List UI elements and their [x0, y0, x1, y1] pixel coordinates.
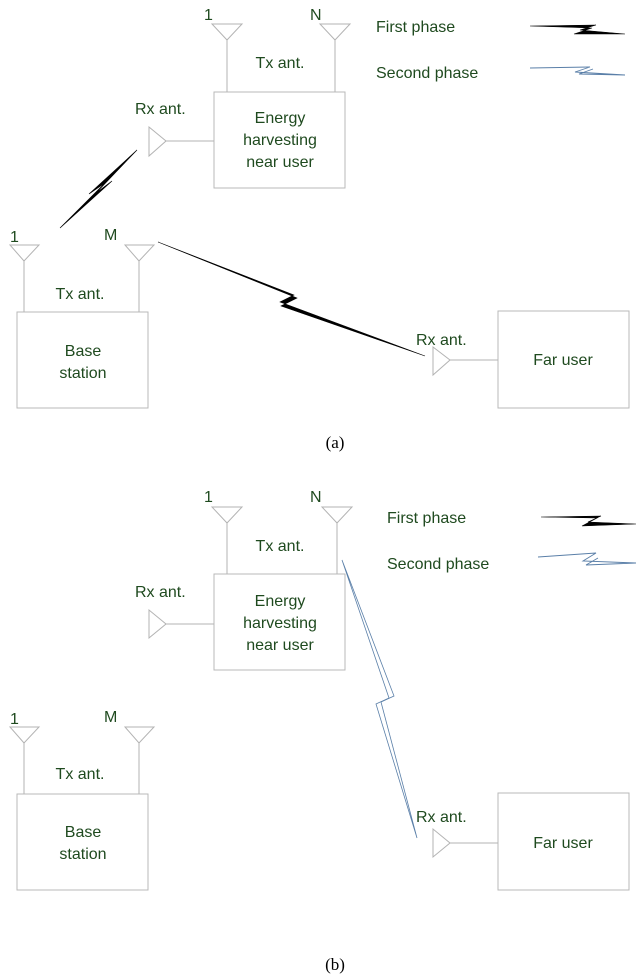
tx-antenna-icon: [210, 506, 244, 524]
tx-antenna-label: Tx ant.: [256, 538, 305, 555]
tx-antenna-icon: [8, 244, 41, 262]
base-station-node: Base station 1 M Tx ant.: [8, 709, 156, 891]
tx-antenna-icon: [210, 23, 244, 41]
near-user-node: Energy harvesting near user 1 N Tx ant. …: [135, 489, 354, 671]
panel-caption: (b): [325, 955, 345, 974]
near-user-label-line2: harvesting: [243, 132, 317, 149]
base-station-label-line1: Base: [65, 824, 102, 841]
base-station-node: Base station 1 M Tx ant.: [8, 227, 156, 409]
tx-antenna-icon: [123, 726, 156, 744]
rx-antenna-icon: [432, 827, 451, 859]
antenna-index-first: 1: [204, 489, 213, 506]
rx-antenna-icon: [148, 125, 167, 158]
legend-second-phase-label: Second phase: [376, 65, 478, 82]
far-user-node: Far user Rx ant.: [416, 792, 630, 891]
antenna-index-first: 1: [10, 229, 19, 246]
tx-antenna-icon: [8, 726, 41, 744]
far-user-label: Far user: [533, 835, 593, 852]
antenna-index-first: 1: [10, 711, 19, 728]
rx-antenna-icon: [432, 345, 451, 377]
rx-antenna-icon: [148, 608, 167, 640]
legend-first-phase-label: First phase: [376, 19, 455, 36]
near-user-label-line1: Energy: [255, 110, 306, 127]
far-user-label: Far user: [533, 352, 593, 369]
legend-second-phase-symbol: [529, 66, 626, 76]
antenna-index-last: M: [104, 227, 117, 244]
far-user-box: [497, 792, 630, 891]
base-station-label-line2: station: [59, 365, 106, 382]
far-user-node: Far user Rx ant.: [416, 310, 630, 409]
first-phase-link: [157, 241, 426, 357]
rx-antenna-label: Rx ant.: [416, 332, 467, 349]
rx-antenna-label: Rx ant.: [416, 809, 467, 826]
near-user-label-line3: near user: [246, 154, 314, 171]
rx-antenna-label: Rx ant.: [135, 584, 186, 601]
near-user-label-line1: Energy: [255, 593, 306, 610]
base-station-label-line2: station: [59, 846, 106, 863]
antenna-index-first: 1: [204, 7, 213, 24]
tx-antenna-label: Tx ant.: [56, 286, 105, 303]
tx-antenna-label: Tx ant.: [256, 55, 305, 72]
tx-antenna-icon: [123, 244, 156, 262]
near-user-label-line3: near user: [246, 637, 314, 654]
antenna-index-last: M: [104, 709, 117, 726]
tx-antenna-icon: [320, 506, 354, 524]
base-station-label-line1: Base: [65, 343, 102, 360]
near-user-box: [213, 573, 346, 671]
panel-caption: (a): [326, 433, 345, 452]
tx-antenna-icon: [318, 23, 352, 41]
legend-second-phase-symbol: [537, 552, 637, 566]
panel-a: Energy harvesting near user 1 N Tx ant. …: [8, 7, 630, 452]
first-phase-link: [59, 149, 138, 229]
antenna-index-last: N: [310, 7, 322, 24]
panel-b: Energy harvesting near user 1 N Tx ant. …: [8, 489, 637, 974]
rx-antenna-label: Rx ant.: [135, 101, 186, 118]
base-station-box: [16, 311, 149, 409]
near-user-node: Energy harvesting near user 1 N Tx ant. …: [135, 7, 352, 189]
antenna-index-last: N: [310, 489, 322, 506]
tx-antenna-label: Tx ant.: [56, 766, 105, 783]
legend-first-phase-symbol: [529, 24, 626, 35]
legend-second-phase-label: Second phase: [387, 556, 489, 573]
legend: First phase Second phase: [376, 19, 626, 82]
legend: First phase Second phase: [387, 510, 637, 573]
base-station-box: [16, 793, 149, 891]
second-phase-link: [341, 559, 418, 839]
near-user-label-line2: harvesting: [243, 615, 317, 632]
near-user-box: [213, 91, 346, 189]
legend-first-phase-symbol: [540, 515, 637, 527]
legend-first-phase-label: First phase: [387, 510, 466, 527]
